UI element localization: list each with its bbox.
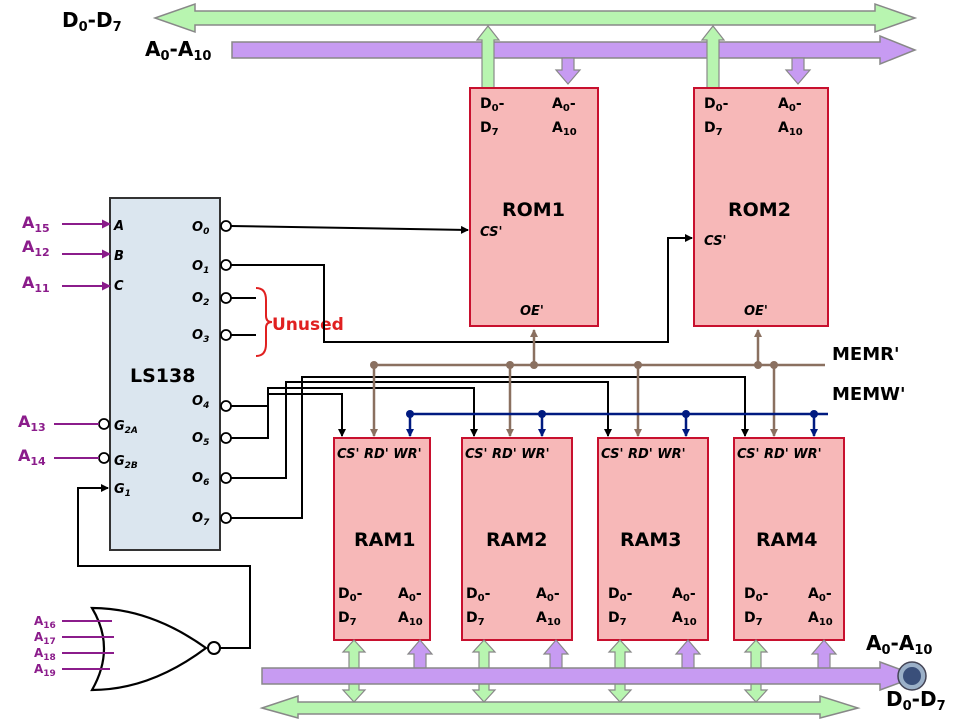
or-gate-inputs [62,620,114,670]
svg-text:A13: A13 [18,412,46,434]
bus-junction-icon [897,661,927,691]
svg-text:RAM1: RAM1 [354,529,415,551]
svg-text:A0-: A0- [672,586,696,604]
svg-text:A14: A14 [18,446,46,468]
chip-select-wires [230,225,749,519]
svg-text:A12: A12 [22,237,50,259]
data-bus-top [152,2,918,34]
memr-label: MEMR' [832,344,900,365]
unused-label: Unused [272,315,344,335]
ls138-label: LS138 [130,365,195,387]
svg-text:A0-: A0- [808,586,832,604]
svg-text:D0-: D0- [338,586,363,604]
addr-bus-top-label: A0-A10 [145,37,211,64]
data-bus-bottom [259,694,861,719]
ls138-decoder: A B C G2A G2B G1 O0 O1 O2 O3 O4 O5 O6 O7… [98,197,232,551]
svg-text:CS' RD' WR': CS' RD' WR' [737,447,822,462]
svg-text:D0-: D0- [608,586,633,604]
ram4-chip: CS' RD' WR' RAM4 D0- D7 A0- A10 [733,437,845,641]
svg-text:CS' RD' WR': CS' RD' WR' [601,447,686,462]
rom-bus-connectors [475,25,812,89]
svg-text:A: A [113,219,124,234]
svg-text:A19: A19 [34,662,56,679]
svg-text:A0-: A0- [552,96,576,114]
memw-label: MEMW' [832,384,906,405]
svg-text:A0-: A0- [536,586,560,604]
rom1-oe-pin: OE' [520,304,544,319]
addr-bus-bottom-label: A0-A10 [866,631,932,658]
unused-brace [231,287,273,357]
rom2-chip: D0- D7 A0- A10 ROM2 CS' OE' [693,87,829,327]
data-bus-bottom-label: D0-D7 [886,687,946,714]
svg-text:RAM2: RAM2 [486,529,547,551]
svg-text:D0-: D0- [704,96,729,114]
rom2-label: ROM2 [728,199,791,221]
svg-text:D0-: D0- [466,586,491,604]
rom1-label: ROM1 [502,199,565,221]
svg-text:A0-: A0- [778,96,802,114]
svg-text:CS' RD' WR': CS' RD' WR' [465,447,550,462]
svg-text:A15: A15 [22,213,50,235]
svg-text:D0-: D0- [480,96,505,114]
rom2-cs-pin: CS' [704,234,726,249]
rom1-chip: D0- D7 A0- A10 ROM1 CS' OE' [469,87,599,327]
svg-text:C: C [114,279,124,294]
or-to-g1-wire [77,484,251,649]
svg-text:RAM4: RAM4 [756,529,817,551]
ram1-chip: CS' RD' WR' RAM1 D0- D7 A0- A10 [333,437,431,641]
memr-wire [370,329,825,437]
addr-bus-top [231,34,918,66]
svg-text:A0-: A0- [398,586,422,604]
svg-text:B: B [114,249,124,264]
svg-text:A11: A11 [22,273,50,295]
rom1-cs-pin: CS' [480,225,502,240]
memw-wire [406,412,828,437]
decoder-input-signals [54,219,111,459]
rom2-oe-pin: OE' [744,304,768,319]
svg-text:A17: A17 [34,630,56,647]
svg-text:D0-: D0- [744,586,769,604]
svg-text:A16: A16 [34,614,56,631]
addr-bus-bottom [261,660,921,692]
ram3-chip: CS' RD' WR' RAM3 D0- D7 A0- A10 [597,437,709,641]
svg-text:A18: A18 [34,646,56,663]
svg-text:CS' RD' WR': CS' RD' WR' [337,447,422,462]
data-bus-top-label: D0-D7 [62,8,122,35]
svg-text:RAM3: RAM3 [620,529,681,551]
ram2-chip: CS' RD' WR' RAM2 D0- D7 A0- A10 [461,437,573,641]
